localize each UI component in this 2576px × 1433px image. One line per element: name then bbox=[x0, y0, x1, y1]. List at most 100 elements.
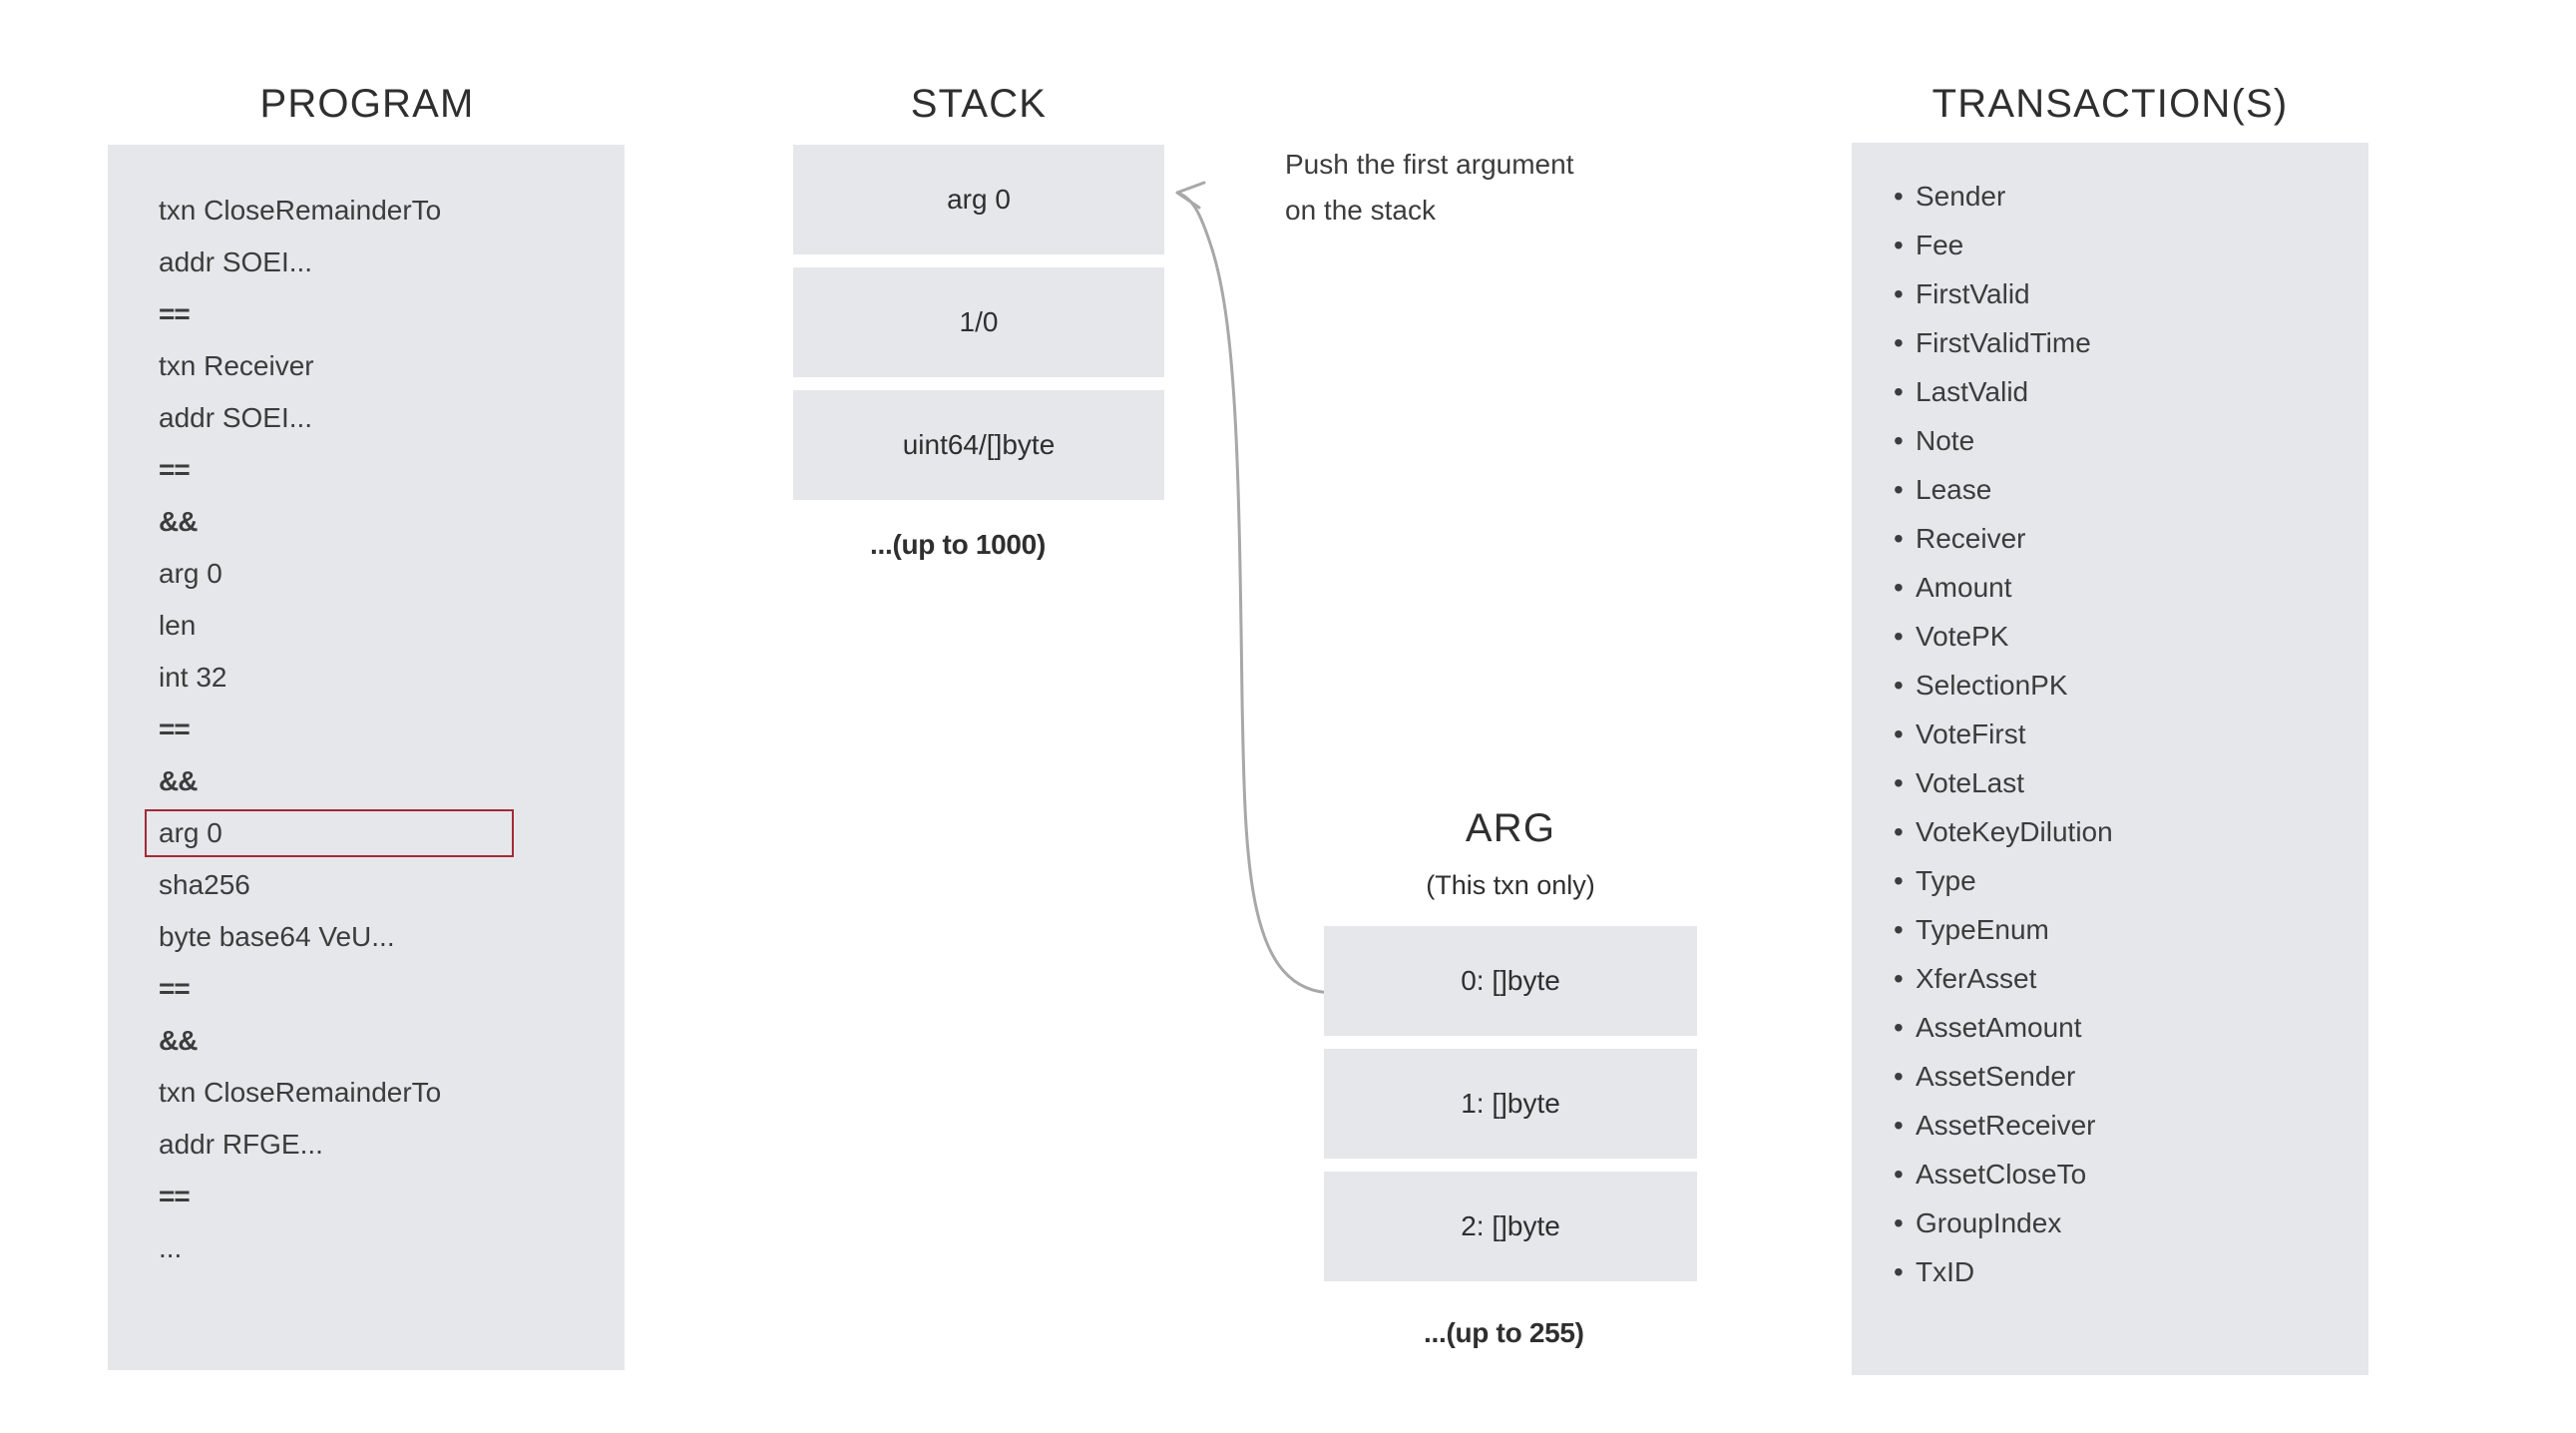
transaction-field-label: Sender bbox=[1916, 181, 2006, 212]
program-line: addr SOEI... bbox=[159, 246, 313, 277]
transaction-field-label: Lease bbox=[1916, 474, 1992, 505]
program-line: arg 0 bbox=[159, 558, 222, 589]
program-line: && bbox=[159, 1025, 198, 1056]
annotation-line-2: on the stack bbox=[1285, 195, 1436, 226]
bullet-icon: • bbox=[1894, 230, 1904, 260]
transaction-column-title: TRANSACTION(S) bbox=[1932, 82, 2289, 126]
bullet-icon: • bbox=[1894, 767, 1904, 798]
transaction-field-row: •VoteFirst bbox=[1894, 710, 2333, 758]
transaction-field-row: • Fee bbox=[1894, 221, 2333, 269]
bullet-icon: • bbox=[1894, 181, 1904, 212]
transaction-field-row: • XferAsset bbox=[1894, 954, 2333, 1003]
transaction-field-row: • AssetSender bbox=[1894, 1052, 2333, 1101]
transaction-field-row: • VoteKeyDilution bbox=[1894, 807, 2333, 856]
arg-column-title: ARG bbox=[1465, 806, 1556, 850]
transaction-field-row: • FirstValid bbox=[1894, 269, 2333, 318]
transaction-field-row: •LastValid bbox=[1894, 367, 2333, 416]
bullet-icon: • bbox=[1894, 914, 1904, 945]
bullet-icon: • bbox=[1894, 474, 1904, 505]
annotation-line-1: Push the first argument bbox=[1285, 149, 1574, 180]
bullet-icon: • bbox=[1894, 865, 1904, 896]
transaction-field-label: TypeEnum bbox=[1916, 914, 2049, 945]
stack-cell: arg 0 bbox=[793, 145, 1164, 254]
transaction-field-row: • AssetAmount bbox=[1894, 1003, 2333, 1052]
bullet-icon: • bbox=[1894, 572, 1904, 603]
transaction-panel bbox=[1852, 143, 2368, 1375]
bullet-icon: • bbox=[1894, 1061, 1904, 1092]
program-line: int 32 bbox=[159, 662, 227, 693]
program-line: ... bbox=[159, 1232, 183, 1263]
push-arrow-head bbox=[1175, 181, 1206, 210]
program-line: len bbox=[159, 610, 197, 641]
stack-cell: uint64/[]byte bbox=[793, 390, 1164, 500]
transaction-field-label: VoteKeyDilution bbox=[1916, 816, 2113, 847]
bullet-icon: • bbox=[1894, 327, 1904, 358]
transaction-field-label: Receiver bbox=[1916, 523, 2026, 554]
transaction-field-row: • AssetCloseTo bbox=[1894, 1150, 2333, 1198]
arg-capacity-note: ...(up to 255) bbox=[1424, 1317, 1584, 1348]
transaction-field-list: • Sender • Fee • FirstValid • FirstValidTime •La… bbox=[1894, 172, 2333, 1296]
transaction-field-row: • Lease bbox=[1894, 465, 2333, 514]
bullet-icon: • bbox=[1894, 278, 1904, 309]
transaction-field-row: • TypeEnum bbox=[1894, 905, 2333, 954]
program-line: txn CloseRemainderTo bbox=[159, 1077, 442, 1108]
transaction-field-label: Type bbox=[1916, 865, 1976, 896]
bullet-icon: • bbox=[1894, 425, 1904, 456]
transaction-field-row: • Sender bbox=[1894, 172, 2333, 221]
transaction-field-label: TxID bbox=[1916, 1256, 1975, 1287]
transaction-field-row: • Type bbox=[1894, 856, 2333, 905]
bullet-icon: • bbox=[1894, 1110, 1904, 1141]
bullet-icon: • bbox=[1894, 1207, 1904, 1238]
bullet-icon: • bbox=[1894, 523, 1904, 554]
transaction-field-row: • Amount bbox=[1894, 563, 2333, 612]
transaction-field-row: • TxID bbox=[1894, 1247, 2333, 1296]
transaction-field-label: AssetSender bbox=[1916, 1061, 2076, 1092]
program-line: addr RFGE... bbox=[159, 1129, 323, 1160]
arg-column-subtitle: (This txn only) bbox=[1426, 870, 1595, 900]
transaction-field-label: VoteLast bbox=[1916, 767, 2024, 798]
program-line: == bbox=[159, 454, 191, 485]
program-line: && bbox=[159, 765, 198, 796]
bullet-icon: • bbox=[1894, 1012, 1904, 1043]
transaction-field-label: AssetAmount bbox=[1916, 1012, 2082, 1043]
program-line: && bbox=[159, 506, 198, 537]
bullet-icon: • bbox=[1894, 670, 1904, 701]
program-line: addr SOEI... bbox=[159, 402, 313, 433]
program-line: txn CloseRemainderTo bbox=[159, 195, 442, 226]
transaction-field-label: Note bbox=[1916, 425, 1975, 456]
program-line: == bbox=[159, 973, 191, 1004]
bullet-icon: • bbox=[1894, 963, 1904, 994]
transaction-field-row: • Note bbox=[1894, 416, 2333, 465]
bullet-icon: • bbox=[1894, 816, 1904, 847]
push-argument-annotation: Push the first argument on the stack bbox=[1285, 142, 1684, 234]
transaction-field-label: Fee bbox=[1916, 230, 1964, 260]
arg-cell: 1: []byte bbox=[1324, 1049, 1697, 1159]
transaction-field-row: • VotePK bbox=[1894, 612, 2333, 661]
arg-cell: 0: []byte bbox=[1324, 926, 1697, 1036]
program-line: byte base64 VeU... bbox=[159, 921, 395, 952]
transaction-field-label: Amount bbox=[1916, 572, 2012, 603]
program-column-title: PROGRAM bbox=[259, 82, 475, 126]
transaction-field-label: FirstValidTime bbox=[1916, 327, 2091, 358]
transaction-field-row: • VoteLast bbox=[1894, 758, 2333, 807]
transaction-field-row: • Receiver bbox=[1894, 514, 2333, 563]
program-line: == bbox=[159, 1181, 191, 1211]
transaction-field-label: FirstValid bbox=[1916, 278, 2030, 309]
program-instruction-list: txn CloseRemainderTo addr SOEI... == txn Re… bbox=[145, 185, 584, 1274]
program-line: == bbox=[159, 714, 191, 744]
bullet-icon: • bbox=[1894, 1256, 1904, 1287]
transaction-field-label: AssetCloseTo bbox=[1916, 1159, 2087, 1190]
transaction-field-label: VoteFirst bbox=[1916, 718, 2026, 749]
stack-column-title: STACK bbox=[910, 82, 1048, 126]
program-line: sha256 bbox=[159, 869, 250, 900]
program-line: txn Receiver bbox=[159, 350, 314, 381]
transaction-field-label: XferAsset bbox=[1916, 963, 2037, 994]
program-line-highlighted: arg 0 bbox=[145, 809, 514, 857]
arg-cell: 2: []byte bbox=[1324, 1172, 1697, 1281]
transaction-field-label: VotePK bbox=[1916, 621, 2009, 652]
program-line: == bbox=[159, 298, 191, 329]
transaction-field-label: AssetReceiver bbox=[1916, 1110, 2096, 1141]
bullet-icon: • bbox=[1894, 621, 1904, 652]
bullet-icon: • bbox=[1894, 1159, 1904, 1190]
